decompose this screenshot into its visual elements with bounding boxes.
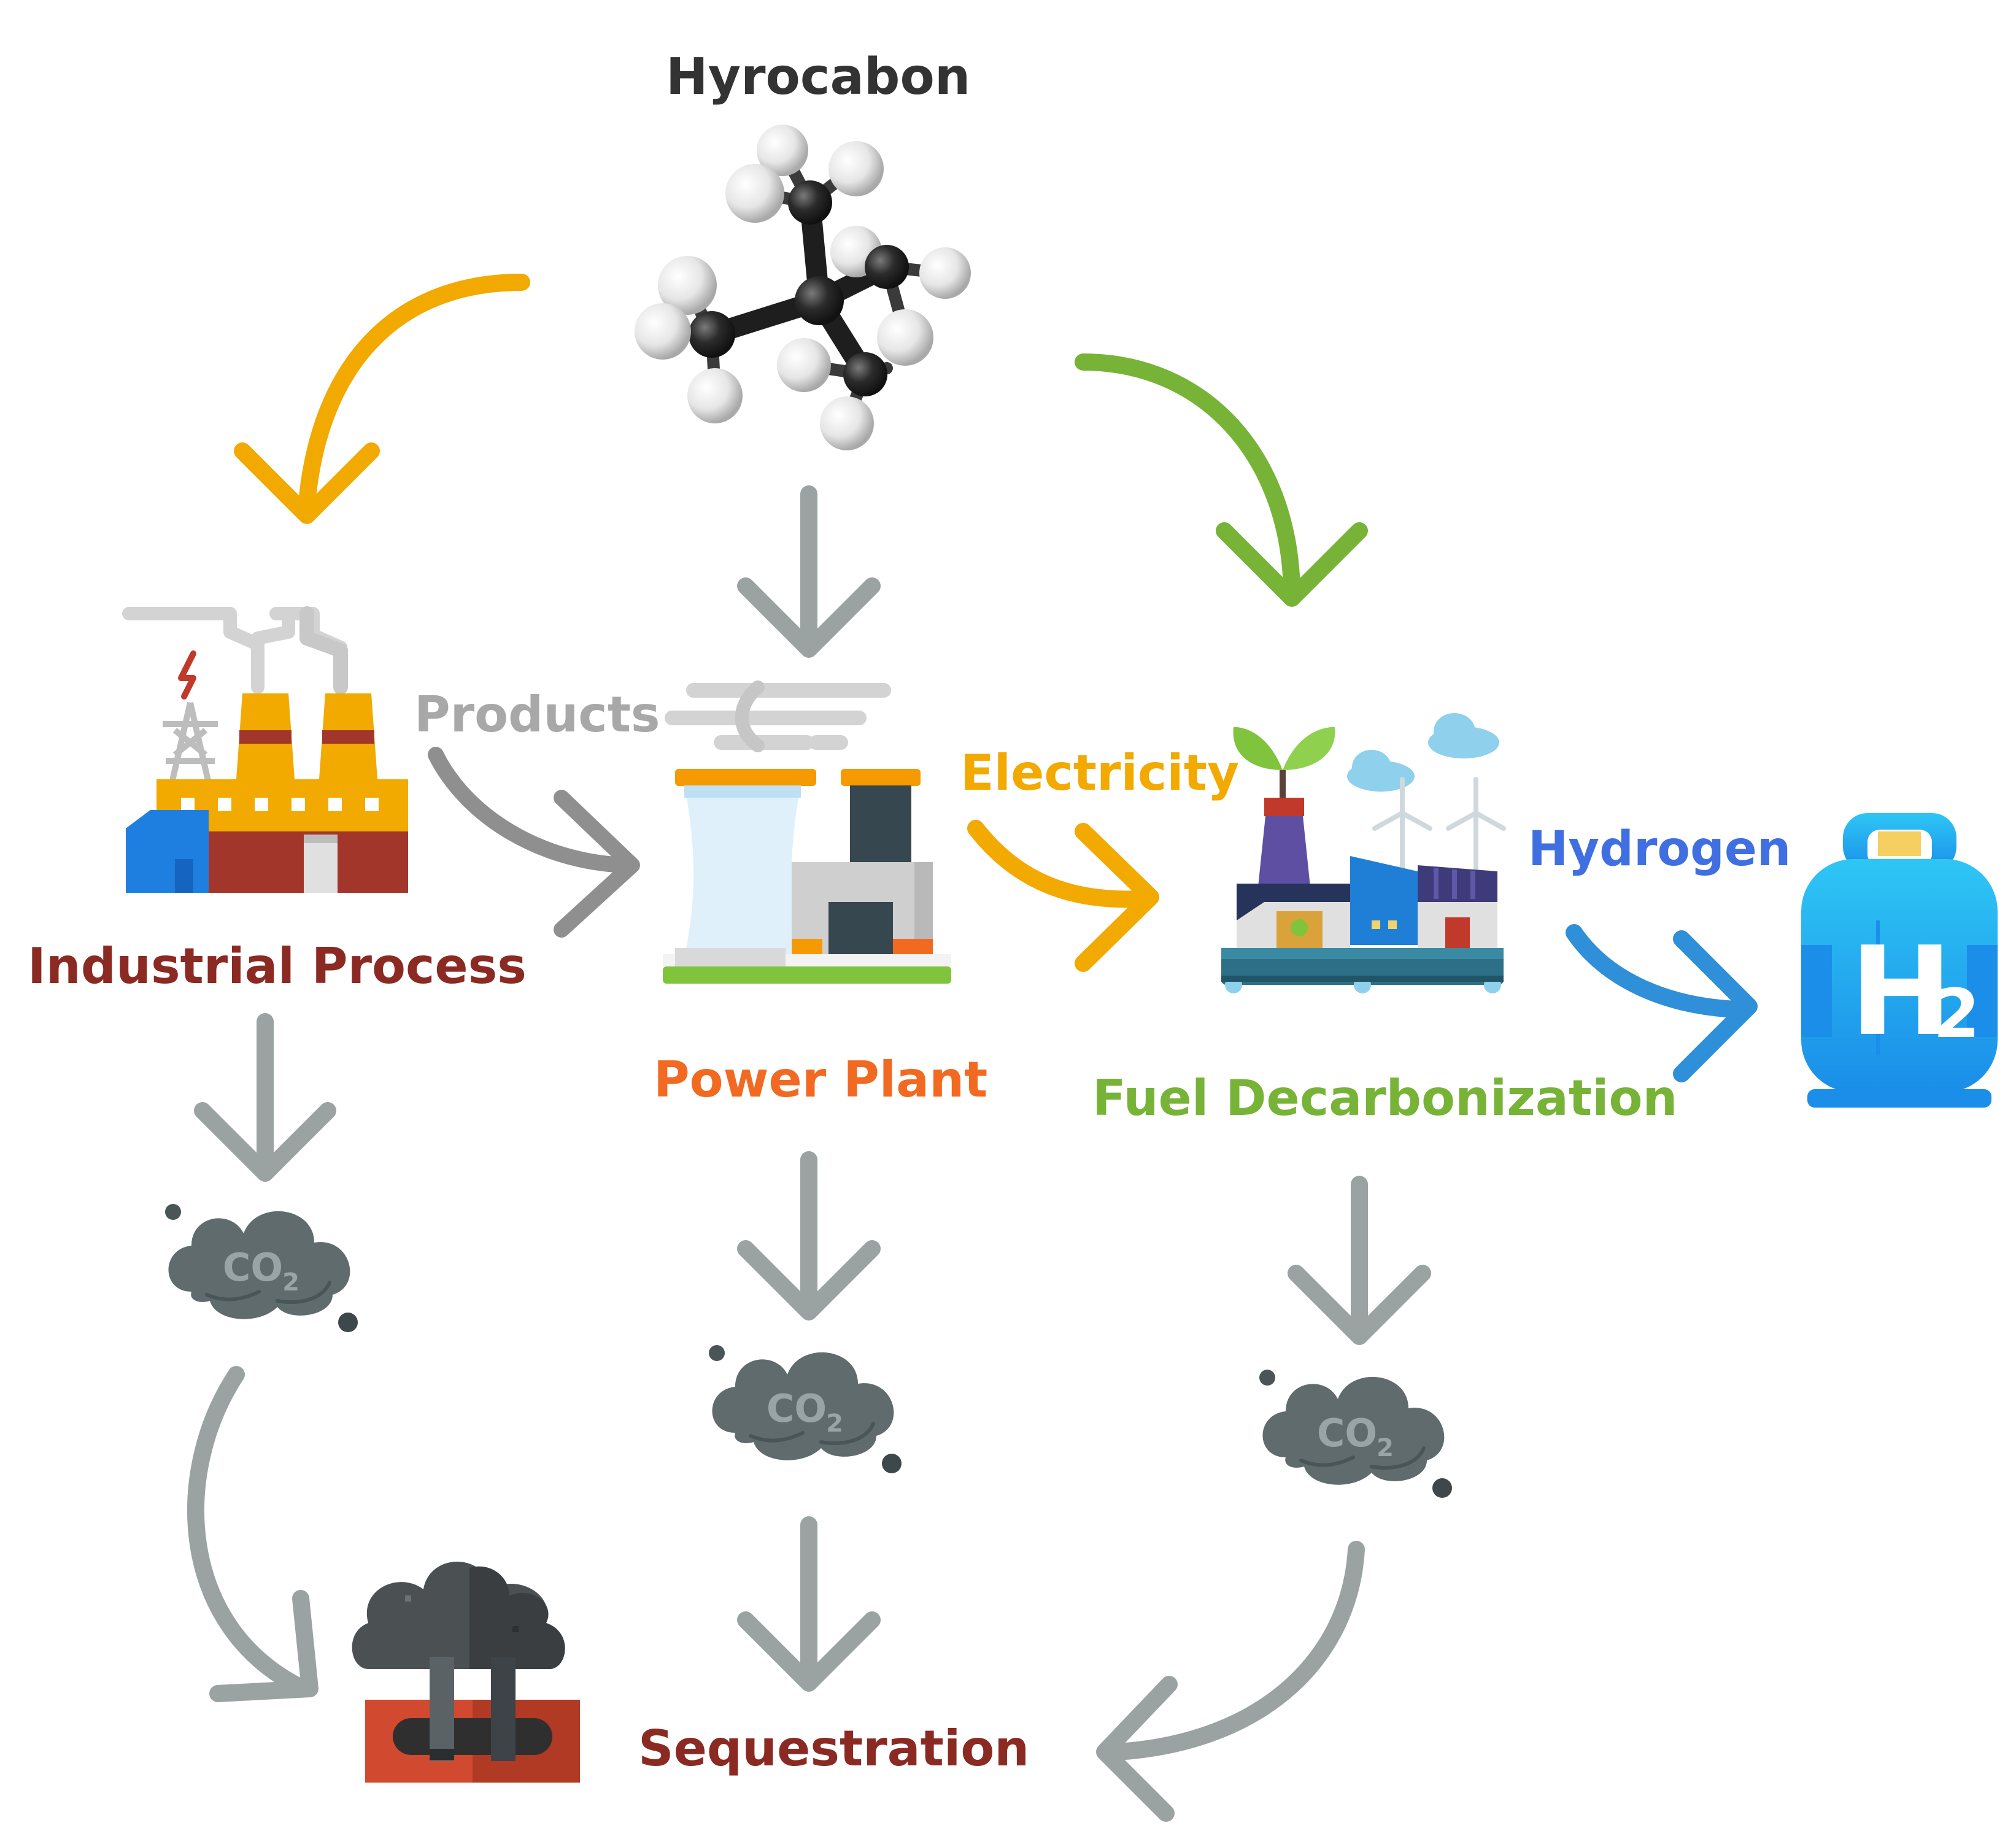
hydrocarbon-molecule-icon	[635, 125, 971, 450]
co2-text-sub: 2	[282, 1268, 299, 1297]
arrow-products	[428, 747, 640, 938]
co2-text-main: CO	[767, 1386, 827, 1431]
co2-text-sub: 2	[826, 1409, 843, 1438]
arrow-hydrocarbon-to-power	[737, 485, 881, 658]
eco-factory-icon	[1221, 713, 1506, 993]
power-plant-icon	[663, 681, 951, 984]
co2-text-main: CO	[223, 1245, 283, 1290]
arrow-power-to-co2	[737, 1151, 881, 1321]
arrow-fuel-to-co2	[1288, 1176, 1431, 1345]
label-hydrocarbon: Hyrocabon	[666, 48, 971, 106]
arrow-hydrocarbon-to-industrial	[234, 274, 530, 524]
arrow-co2-left-to-sequestration	[187, 1366, 319, 1702]
co2-cloud-icon: CO 2	[1259, 1370, 1452, 1498]
arrow-hydrocarbon-to-fuel	[1075, 353, 1368, 607]
arrow-co2-middle-to-sequestration	[737, 1516, 881, 1692]
hydrogen-tank-icon: H 2	[1801, 813, 1998, 1108]
label-industrial-process: Industrial Process	[28, 938, 527, 995]
h2-text-main: H	[1850, 920, 1952, 1063]
h2-text-sub: 2	[1933, 974, 1980, 1053]
label-power-plant: Power Plant	[654, 1051, 988, 1108]
co2-cloud-icon: CO 2	[165, 1204, 358, 1332]
arrow-hydrogen	[1566, 924, 1758, 1082]
co2-text-sub: 2	[1377, 1434, 1394, 1462]
label-sequestration: Sequestration	[638, 1720, 1030, 1777]
label-products: Products	[414, 686, 660, 743]
label-fuel-decarbonization: Fuel Decarbonization	[1092, 1070, 1678, 1127]
sequestration-icon	[352, 1562, 580, 1783]
co2-text-main: CO	[1317, 1411, 1377, 1456]
arrow-electricity	[967, 820, 1159, 972]
industrial-factory-icon	[122, 606, 408, 893]
arrow-co2-right-to-sequestration	[1096, 1541, 1365, 1822]
label-hydrogen: Hydrogen	[1528, 822, 1791, 877]
arrow-industrial-to-co2	[194, 1013, 336, 1182]
co2-cloud-icon: CO 2	[709, 1345, 902, 1473]
label-electricity: Electricity	[960, 744, 1240, 801]
